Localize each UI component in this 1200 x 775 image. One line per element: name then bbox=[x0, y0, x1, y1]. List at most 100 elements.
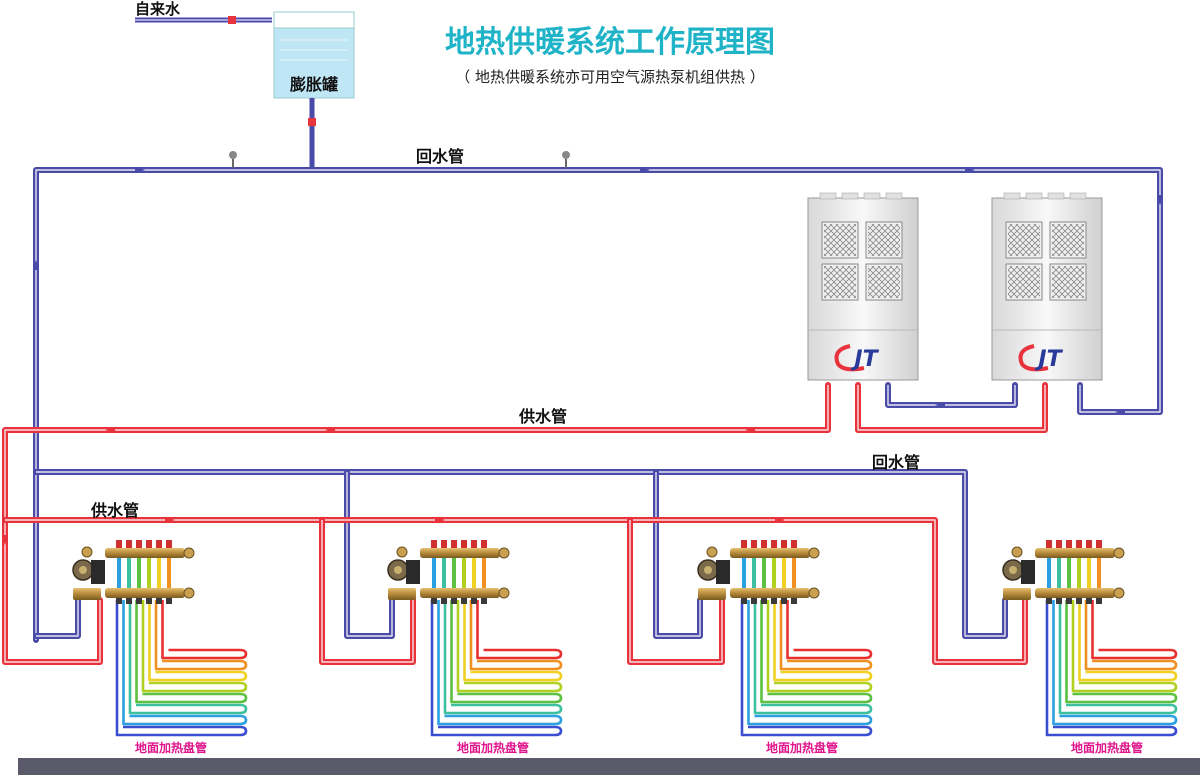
end-cap bbox=[1113, 547, 1125, 559]
mixing-valve bbox=[388, 588, 416, 600]
floor-coil-loop bbox=[437, 600, 563, 726]
floor-coil-loop bbox=[766, 600, 873, 693]
jt-logo: JT bbox=[834, 344, 880, 372]
floor-coil-loop bbox=[1084, 600, 1178, 671]
heat-pump-mesh bbox=[1008, 224, 1040, 256]
floor-coil-loop bbox=[456, 600, 563, 693]
pump-hub bbox=[79, 566, 87, 574]
return-valve bbox=[781, 598, 787, 604]
return-valve bbox=[1046, 598, 1052, 604]
manifold-zone-1 bbox=[72, 540, 248, 737]
floor-coil-loop bbox=[753, 600, 873, 715]
floor-coil-loop bbox=[443, 600, 563, 715]
loop-connector bbox=[167, 558, 171, 588]
flow-valve bbox=[451, 540, 457, 548]
return-valve bbox=[771, 598, 777, 604]
loop-connector bbox=[1097, 558, 1101, 588]
pump-hub bbox=[1009, 566, 1017, 574]
heat-pump-mesh bbox=[868, 224, 900, 256]
loop-connector bbox=[1057, 558, 1061, 588]
flow-arrow bbox=[105, 427, 115, 433]
flow-valve bbox=[771, 540, 777, 548]
mixing-valve bbox=[1003, 588, 1031, 600]
flow-arrow bbox=[33, 260, 39, 270]
flow-valve bbox=[751, 540, 757, 548]
flow-arrow bbox=[2, 535, 8, 545]
heat-pump-fin bbox=[1003, 192, 1021, 200]
floor-coil-loop bbox=[1065, 600, 1178, 704]
floor-coil-label-2: 地面加热盘管 bbox=[457, 740, 529, 755]
flow-valve bbox=[741, 540, 747, 548]
floor-coil-loop bbox=[469, 600, 563, 671]
flow-arrow bbox=[325, 427, 335, 433]
supply-main bbox=[2, 382, 831, 665]
expansion-tank bbox=[273, 11, 355, 168]
logo-text: JT bbox=[1034, 347, 1063, 372]
flow-valve bbox=[136, 540, 142, 548]
return-pipe-label-top: 回水管 bbox=[416, 147, 464, 166]
flow-valve bbox=[461, 540, 467, 548]
supply-drop-zone-3 bbox=[627, 517, 725, 665]
floor-coil-loop bbox=[476, 600, 563, 660]
tap-water-label: 自来水 bbox=[135, 0, 181, 18]
floor-coil-loop bbox=[450, 600, 563, 704]
end-cap bbox=[183, 587, 195, 599]
flow-valve bbox=[791, 540, 797, 548]
flow-valve bbox=[166, 540, 172, 548]
diagram-subtitle: （ 地热供暖系统亦可用空气源热泵机组供热 ） bbox=[455, 68, 765, 86]
logo-swoosh bbox=[1018, 344, 1049, 372]
return-valve bbox=[741, 598, 747, 604]
flow-valve bbox=[781, 540, 787, 548]
heat-pump-fin bbox=[841, 192, 859, 200]
pump-motor bbox=[1021, 560, 1035, 584]
heat-pump-fin bbox=[819, 192, 837, 200]
heat-pump-fin bbox=[1069, 192, 1087, 200]
return-valve bbox=[431, 598, 437, 604]
return-valve bbox=[441, 598, 447, 604]
return-valve bbox=[751, 598, 757, 604]
loop-connector bbox=[117, 558, 121, 588]
floor-coil-loop bbox=[148, 600, 248, 682]
heat-pump-mesh bbox=[1052, 266, 1084, 298]
loop-connector bbox=[482, 558, 486, 588]
floor-coil-loop bbox=[1045, 600, 1178, 737]
pressure-gauge-left bbox=[229, 151, 237, 168]
heat-pump-fin bbox=[1025, 192, 1043, 200]
floor-coil-loop bbox=[135, 600, 248, 704]
supply-pipe-network bbox=[2, 382, 1048, 665]
flow-arrow bbox=[435, 517, 445, 523]
loop-connector bbox=[762, 558, 766, 588]
floor-coil-loop bbox=[779, 600, 873, 671]
return-valve bbox=[451, 598, 457, 604]
flow-valve bbox=[1066, 540, 1072, 548]
end-cap bbox=[498, 587, 510, 599]
return-valve bbox=[1066, 598, 1072, 604]
floor-coil-loop bbox=[1058, 600, 1178, 715]
floor-coil-loop bbox=[1078, 600, 1178, 682]
heat-pump-mesh bbox=[824, 266, 856, 298]
end-cap bbox=[498, 547, 510, 559]
pump-hub bbox=[394, 566, 402, 574]
jt-logo: JT bbox=[1018, 344, 1064, 372]
supply-header-low bbox=[2, 517, 1028, 665]
return-valve bbox=[461, 598, 467, 604]
return-valve bbox=[136, 598, 142, 604]
loop-connector bbox=[1077, 558, 1081, 588]
mixing-valve bbox=[73, 588, 101, 600]
floor-coil-loop bbox=[786, 600, 873, 660]
supply-pipe-label-mid: 供水管 bbox=[518, 407, 567, 426]
flow-valve bbox=[1096, 540, 1102, 548]
floor-coil-loop bbox=[430, 600, 563, 737]
flow-arrow bbox=[1115, 409, 1125, 415]
heat-pump-mesh bbox=[824, 224, 856, 256]
logo-text: JT bbox=[850, 347, 879, 372]
loop-connector bbox=[1047, 558, 1051, 588]
loop-connector bbox=[752, 558, 756, 588]
return-drop-zone-1 bbox=[33, 597, 81, 639]
mixing-valve bbox=[698, 588, 726, 600]
pump-hub bbox=[704, 566, 712, 574]
floor-coil-loop bbox=[1052, 600, 1178, 726]
supply-manifold-bar bbox=[1035, 548, 1115, 558]
